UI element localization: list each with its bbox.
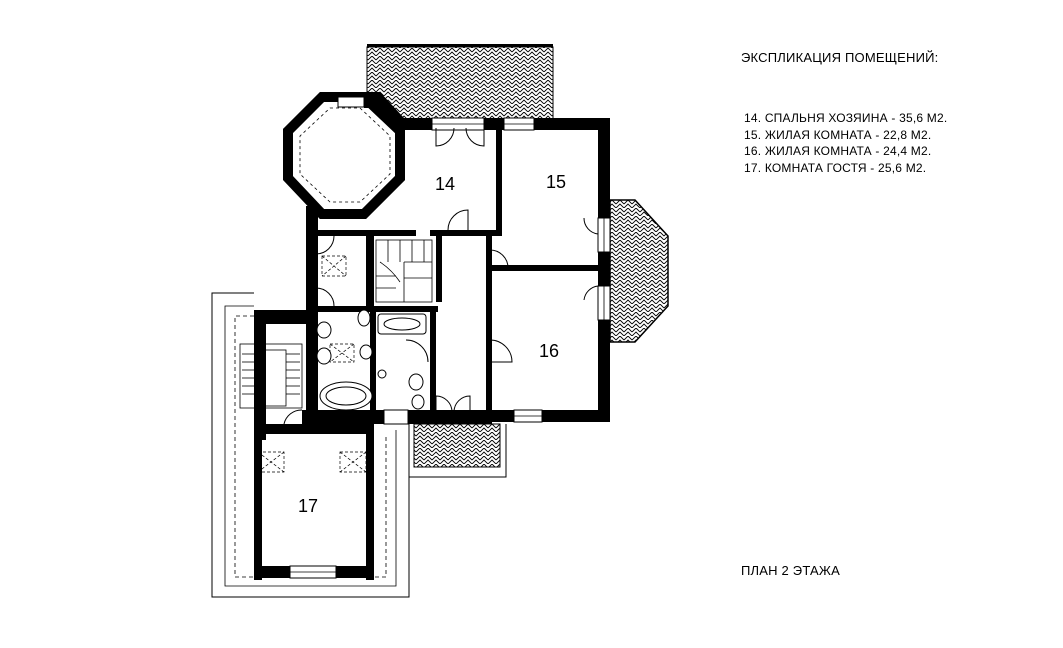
terrace-outline (211, 292, 410, 598)
staircase (375, 239, 433, 303)
room-label-14: 14 (435, 174, 455, 194)
legend-item-15: 15. ЖИЛАЯ КОМНАТА - 22,8 М2. (744, 127, 932, 142)
plan-caption: ПЛАН 2 ЭТАЖА (741, 563, 840, 578)
skylights (257, 255, 367, 473)
room-label-16: 16 (539, 341, 559, 361)
doors (283, 127, 599, 425)
outdoor-stair (239, 343, 303, 409)
interior-walls (316, 130, 600, 416)
balcony-bottom (408, 423, 507, 478)
legend-item-14: 14. СПАЛЬНЯ ХОЗЯИНА - 35,6 М2. (744, 111, 948, 125)
legend-item-16: 16. ЖИЛАЯ КОМНАТА - 24,4 М2. (744, 144, 932, 158)
balcony-right (609, 199, 669, 343)
window-sash-lines (290, 123, 605, 573)
balcony-top (366, 44, 554, 121)
legend-title: ЭКСПЛИКАЦИЯ ПОМЕЩЕНИЙ: (741, 50, 939, 65)
room-label-17: 17 (298, 496, 318, 516)
legend-list: 14. СПАЛЬНЯ ХОЗЯИНА - 35,6 М2. 15. ЖИЛАЯ… (744, 110, 947, 176)
bathroom-fixtures (316, 309, 427, 411)
room-label-15: 15 (546, 172, 566, 192)
legend-item-17: 17. КОМНАТА ГОСТЯ - 25,6 М2. (744, 160, 927, 175)
